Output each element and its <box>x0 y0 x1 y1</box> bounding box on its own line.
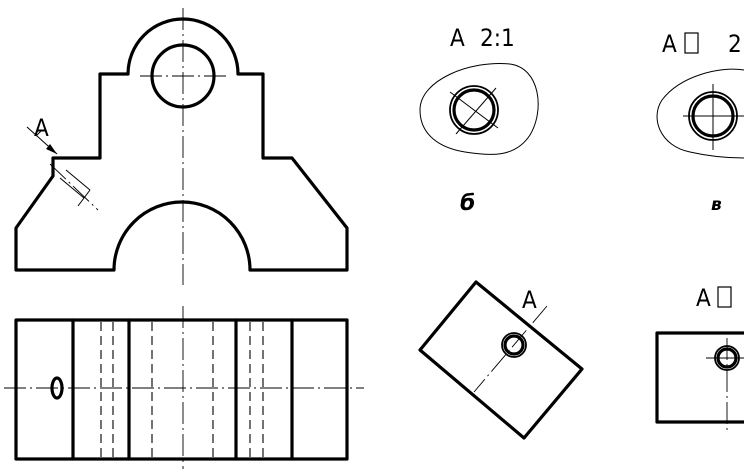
view-arrow-a: А <box>26 114 58 155</box>
view-v: А 2 в <box>656 30 744 215</box>
view-d-label: А <box>696 284 711 312</box>
view-b: А 2:1 б <box>419 24 539 216</box>
view-b-hole-outer <box>449 85 499 135</box>
caption-b: б <box>460 191 475 216</box>
view-v-title-box <box>684 32 699 54</box>
top-view-outline <box>14 318 349 461</box>
view-b-title-scale: 2:1 <box>480 24 515 52</box>
view-arrow-label: А <box>34 114 49 142</box>
view-b-title-letter: А <box>450 24 465 52</box>
view-g-hole-inner <box>503 334 525 356</box>
view-g-block <box>418 280 584 440</box>
caption-v: в <box>711 195 722 215</box>
front-view-outline <box>14 17 349 272</box>
top-view <box>4 306 364 469</box>
front-view: А <box>14 8 349 285</box>
view-v-title-scale: 2 <box>728 30 742 58</box>
view-g-hole-outer <box>501 332 527 358</box>
view-d: А <box>655 284 744 430</box>
view-d-title-box <box>717 286 732 308</box>
view-v-title-letter: А <box>662 30 677 58</box>
view-b-boundary <box>419 62 539 155</box>
inclined-hole <box>49 163 99 211</box>
view-d-block <box>655 331 744 424</box>
view-g-label: А <box>522 286 537 314</box>
view-v-boundary <box>656 68 744 159</box>
view-g: А <box>418 280 584 440</box>
view-b-hole-inner <box>452 88 496 132</box>
